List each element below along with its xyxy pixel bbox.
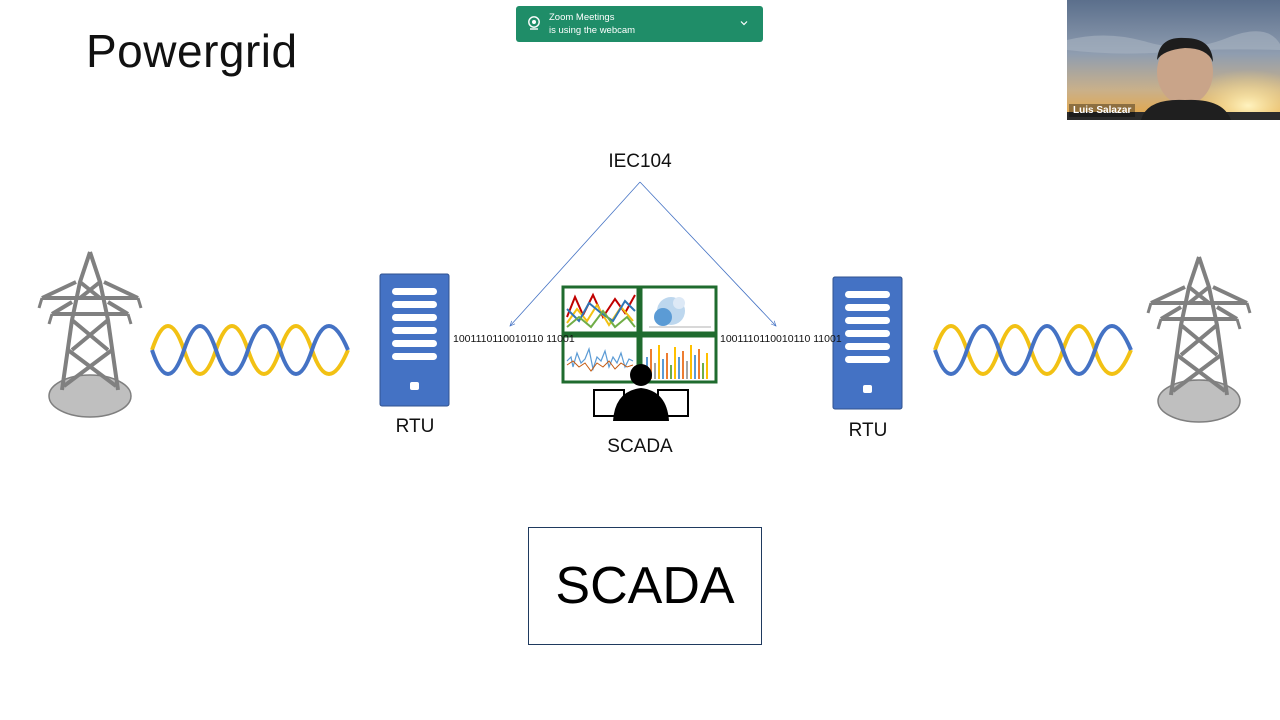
chevron-down-icon[interactable] — [739, 18, 749, 28]
sine-wave-icon — [933, 324, 1133, 376]
webcam-video-frame — [1067, 0, 1280, 120]
rtu-left-label: RTU — [395, 416, 435, 437]
server-rack-icon — [379, 273, 450, 407]
webcam-usage-notification[interactable]: Zoom Meetings is using the webcam — [516, 6, 763, 42]
scada-text-box: SCADA — [528, 527, 762, 645]
sine-wave-icon — [150, 324, 350, 376]
binary-stream-right: 1001110110010110 11001 — [720, 333, 842, 345]
notification-message: is using the webcam — [549, 25, 636, 36]
notification-app-name: Zoom Meetings — [549, 12, 615, 23]
transmission-tower-icon — [37, 251, 143, 418]
slide-title: Powergrid — [86, 25, 298, 77]
transmission-tower-icon — [1146, 256, 1252, 423]
protocol-label: IEC104 — [608, 151, 672, 172]
server-rack-icon — [832, 276, 903, 410]
scada-workstation-icon — [561, 285, 718, 421]
webcam-icon — [528, 16, 540, 30]
rtu-right-label: RTU — [848, 420, 888, 441]
binary-stream-left: 1001110110010110 11001 — [453, 333, 575, 345]
protocol-arrow-left — [510, 181, 641, 326]
participant-video[interactable]: Luis Salazar — [1067, 0, 1280, 120]
scada-label: SCADA — [607, 436, 673, 457]
participant-name: Luis Salazar — [1069, 104, 1136, 117]
protocol-arrow-right — [639, 181, 776, 326]
